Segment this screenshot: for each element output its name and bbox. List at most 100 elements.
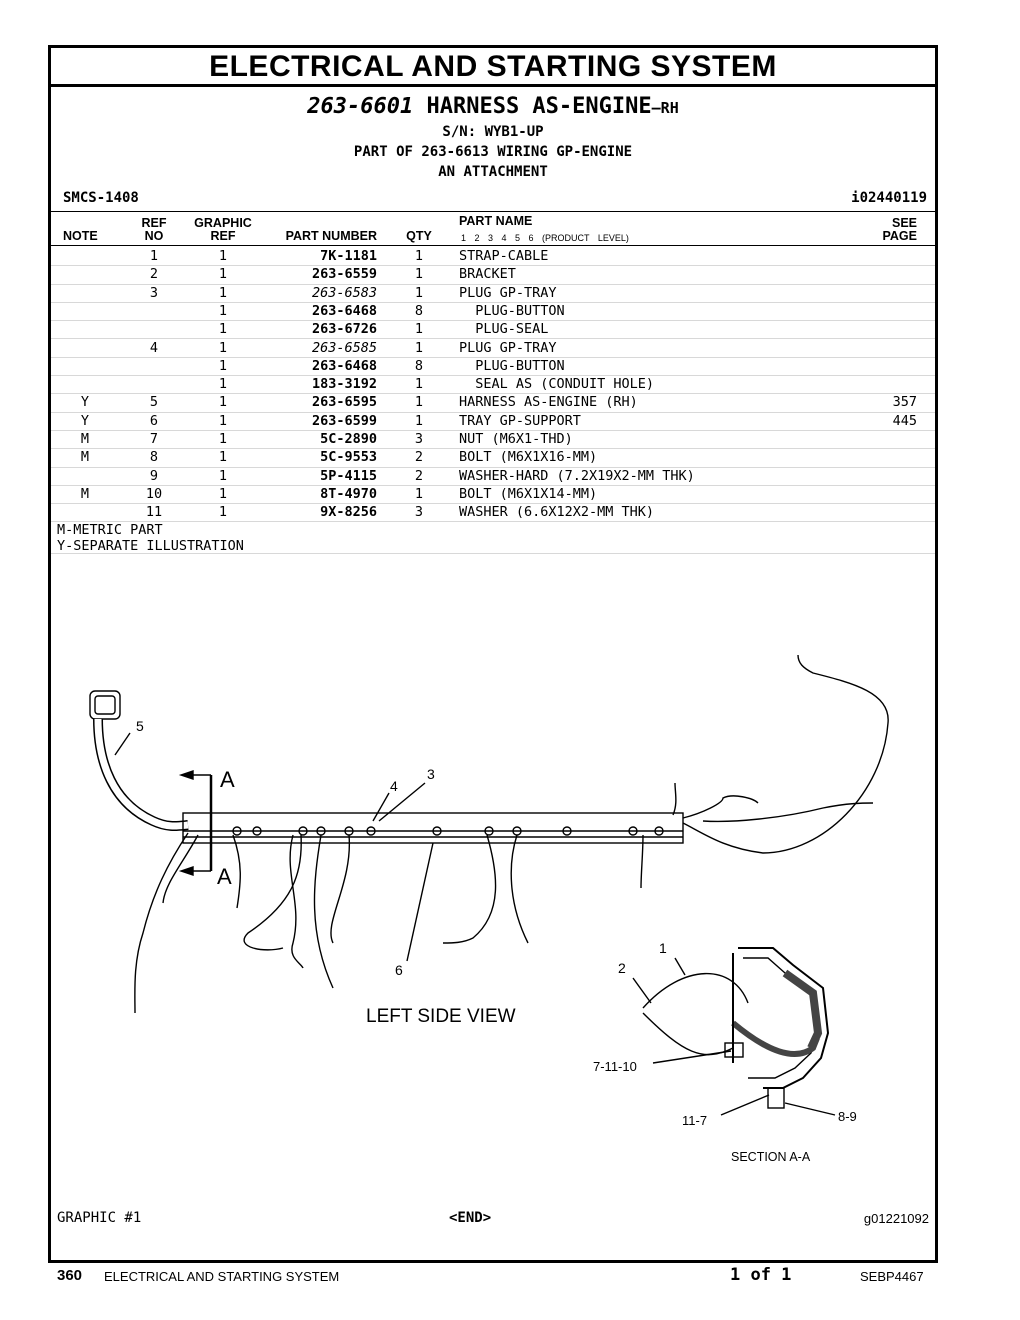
footer-page-number: 360 <box>57 1267 83 1284</box>
leader-8-9 <box>784 1102 836 1116</box>
col-part-name-header: PART NAME <box>459 214 533 228</box>
footer-page-of: 1 of 1 <box>730 1265 792 1285</box>
leader-11-7 <box>720 1094 770 1116</box>
notes-block: M-METRIC PART Y-SEPARATE ILLUSTRATION <box>57 522 244 554</box>
qty-cell: 1 <box>414 485 424 502</box>
header-rule <box>51 211 935 212</box>
part-name-cell: HARNESS AS-ENGINE (RH) <box>459 394 638 411</box>
wire-drop <box>232 834 241 909</box>
ref-no-cell: 7 <box>149 431 159 447</box>
part-name-cell: BRACKET <box>459 266 516 283</box>
callout-7-11-10: 7-11-10 <box>593 1059 637 1074</box>
strap-cable <box>642 1012 734 1056</box>
callout-a-top: A <box>220 767 235 792</box>
ref-no-cell: 6 <box>149 412 159 429</box>
part-number-cell: 5C-2890 <box>320 431 377 447</box>
wire-drop <box>313 834 334 989</box>
part-name-cell: PLUG GP-TRAY <box>459 284 557 301</box>
note-separate: Y-SEPARATE ILLUSTRATION <box>57 537 244 554</box>
leader-4 <box>372 792 390 822</box>
wire-drop <box>330 834 351 944</box>
callout-11-7: 11-7 <box>682 1113 707 1128</box>
see-page-cell: 445 <box>892 412 917 429</box>
illustration-id: i02440119 <box>851 190 927 206</box>
graphic-ref-cell: 1 <box>218 431 228 447</box>
section-hatch <box>731 1020 820 1057</box>
part-name-cell: STRAP-CABLE <box>459 248 549 264</box>
callout-a-bottom: A <box>217 864 232 889</box>
section-clip <box>724 1042 744 1058</box>
qty-cell: 8 <box>414 302 424 319</box>
qty-cell: 1 <box>414 394 424 411</box>
part-name-cell: TRAY GP-SUPPORT <box>459 412 581 429</box>
attachment-label: AN ATTACHMENT <box>438 164 548 180</box>
strap-cable <box>642 972 749 1009</box>
qty-cell: 3 <box>414 504 424 521</box>
ref-no-cell: 2 <box>149 266 159 283</box>
callout-8-9: 8-9 <box>838 1109 857 1124</box>
view-label: LEFT SIDE VIEW <box>366 1006 516 1027</box>
graphic-ref-cell: 1 <box>218 412 228 429</box>
part-number-cell: 5P-4115 <box>320 467 377 484</box>
footer-section: ELECTRICAL AND STARTING SYSTEM <box>104 1269 340 1284</box>
leader-3 <box>378 782 426 822</box>
qty-cell: 1 <box>414 266 424 283</box>
part-number-cell: 5C-9553 <box>320 449 377 466</box>
part-number-cell: 263-6599 <box>311 412 377 429</box>
ref-no-cell: 5 <box>149 394 159 411</box>
col-graphic-header-bottom: REF <box>210 229 236 243</box>
qty-cell: 3 <box>414 431 424 447</box>
section-bolt <box>767 1087 785 1109</box>
wire-drop <box>162 834 199 904</box>
note-cell: M <box>80 449 90 466</box>
ref-no-cell: 8 <box>149 449 159 466</box>
tray-rail <box>182 812 684 844</box>
right-branch <box>702 802 874 823</box>
graphic-ref-cell: 1 <box>218 266 228 283</box>
qty-cell: 2 <box>414 449 424 466</box>
part-number-cell: 8T-4970 <box>320 485 377 502</box>
part-name-cell: PLUG-SEAL <box>459 321 549 338</box>
qty-cell: 1 <box>414 412 424 429</box>
leader-5 <box>114 732 131 756</box>
right-branch <box>672 782 677 816</box>
note-cell: M <box>80 485 90 502</box>
wire-drop <box>442 834 497 944</box>
main-harness-outer <box>93 718 189 832</box>
graphic-label: GRAPHIC #1 <box>57 1210 142 1226</box>
part-number-cell: 263-6559 <box>311 266 377 283</box>
wire-drop <box>510 834 529 944</box>
part-number-cell: 263-6468 <box>311 302 377 319</box>
leader-2 <box>632 977 652 1004</box>
note-metric: M-METRIC PART <box>57 522 163 538</box>
col-see-header-top: SEE <box>891 216 917 230</box>
qty-cell: 8 <box>414 357 424 374</box>
part-number-cell: 9X-8256 <box>320 504 377 521</box>
wire-drop <box>243 834 302 951</box>
col-see-header-bottom: PAGE <box>882 229 918 243</box>
part-suffix: —RH <box>651 99 679 117</box>
see-page-cell: 357 <box>892 394 917 411</box>
main-harness-inner <box>94 718 189 830</box>
end-label: <END> <box>449 1210 492 1226</box>
right-harness <box>682 654 889 854</box>
qty-cell: 1 <box>414 284 424 301</box>
wire-drop <box>289 834 304 969</box>
leader-1 <box>674 957 686 976</box>
section-tray-outline <box>738 947 830 1089</box>
connector-shape <box>89 690 121 720</box>
graphic-ref-cell: 1 <box>218 284 228 301</box>
note-cell: M <box>80 431 90 447</box>
part-number-cell: 7K-1181 <box>320 248 377 264</box>
qty-cell: 1 <box>414 321 424 338</box>
callout-5: 5 <box>136 718 144 734</box>
part-number-cell: 263-6726 <box>311 321 377 338</box>
graphic-ref-cell: 1 <box>218 504 228 521</box>
part-name-cell: PLUG GP-TRAY <box>459 339 557 356</box>
